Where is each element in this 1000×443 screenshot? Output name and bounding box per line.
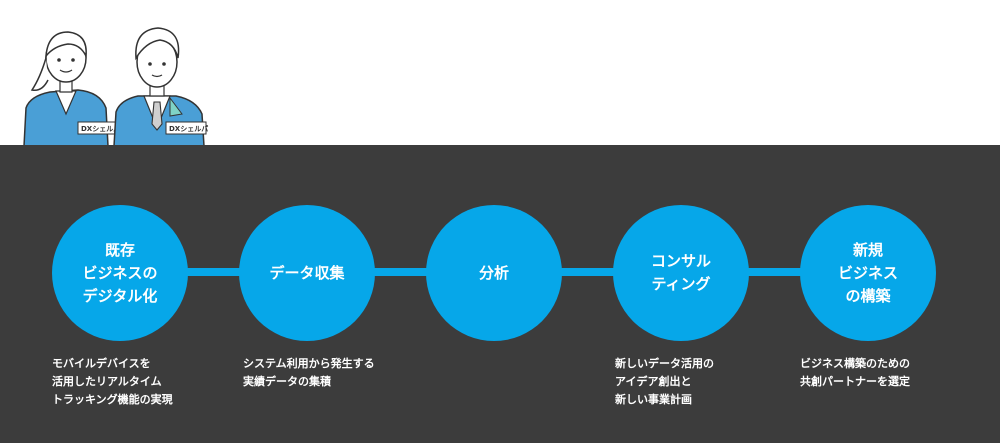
- step-label: 既存 ビジネスの デジタル化: [82, 240, 158, 305]
- badge-right-text: DXシェルパ: [169, 124, 208, 133]
- step-node-data-collection: データ収集: [239, 205, 375, 341]
- consultants-illustration: DXシェルパ DXシェルパ: [23, 27, 208, 146]
- step-label: 新規 ビジネス の構築: [837, 240, 898, 305]
- step-description: 新しいデータ活用の アイデア創出と 新しい事業計画: [615, 357, 714, 406]
- man-figure: DXシェルパ: [113, 27, 208, 146]
- step-description: システム利用から発生する 実績データの集積: [243, 357, 375, 388]
- step-node-digitalization: 既存 ビジネスの デジタル化: [52, 205, 188, 341]
- step-label: コンサル ティング: [650, 252, 711, 293]
- woman-figure: DXシェルパ: [23, 31, 120, 146]
- step-node-analysis: 分析: [426, 205, 562, 341]
- step-label: 分析: [478, 263, 509, 282]
- step-node-consulting: コンサル ティング: [613, 205, 749, 341]
- step-description: ビジネス構築のための 共創パートナーを選定: [800, 357, 910, 388]
- badge-left-text: DXシェルパ: [81, 124, 120, 133]
- header-area: DXシェルパ DXシェルパ: [0, 0, 1000, 146]
- step-node-new-business: 新規 ビジネス の構築: [800, 205, 936, 341]
- step-description: モバイルデバイスを 活用したリアルタイム トラッキング機能の実現: [52, 357, 173, 406]
- step-label: データ収集: [269, 263, 345, 282]
